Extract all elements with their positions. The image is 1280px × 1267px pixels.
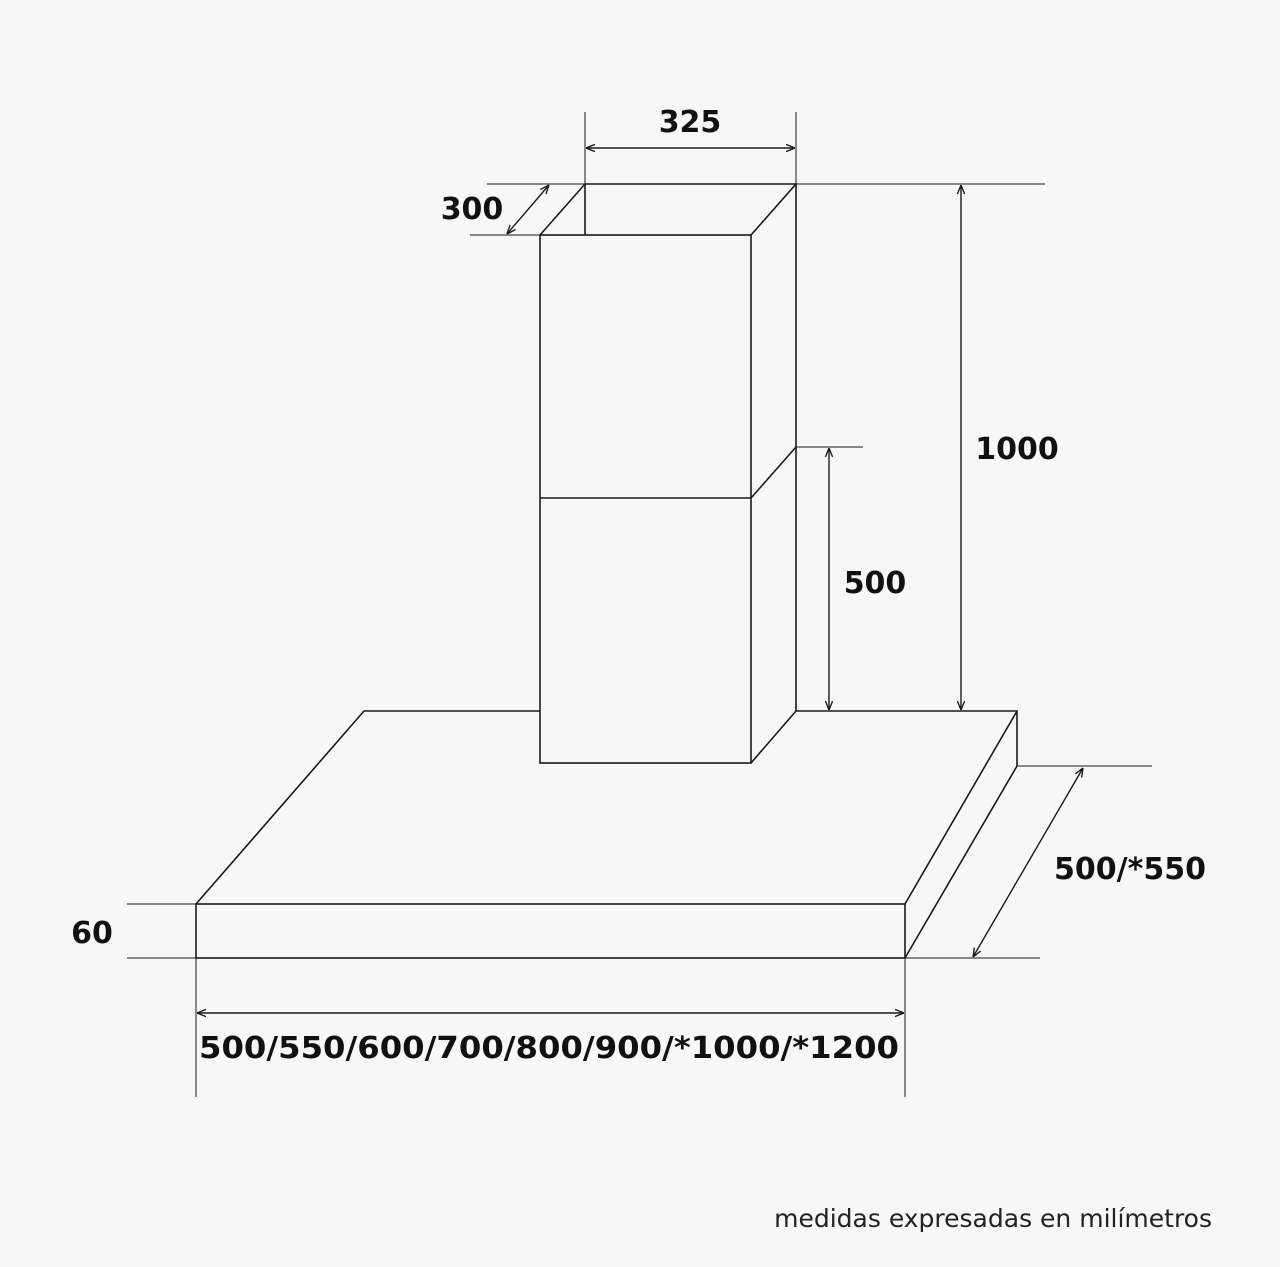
dimension-lower-height: 500 [796,446,907,710]
label-canopy-depth: 500/*550 [1054,852,1206,887]
dimension-chimney-depth: 300 [441,183,585,236]
label-total-height: 1000 [975,432,1059,467]
units-note: medidas expresadas en milímetros [774,1204,1212,1233]
chimney [539,183,798,764]
dimension-canopy-thickness: 60 [71,903,196,959]
label-canopy-thickness: 60 [71,916,113,951]
canopy [195,710,1018,959]
dimension-canopy-depth: 500/*550 [905,765,1206,958]
label-chimney-width: 325 [659,105,722,140]
dimension-total-height: 1000 [796,183,1059,710]
dimension-canopy-width: 500/550/600/700/800/900/*1000/*1200 [195,958,906,1097]
label-canopy-width: 500/550/600/700/800/900/*1000/*1200 [199,1031,899,1066]
label-chimney-depth: 300 [441,192,504,227]
dimension-chimney-width: 325 [584,105,797,184]
label-lower-height: 500 [844,566,907,601]
